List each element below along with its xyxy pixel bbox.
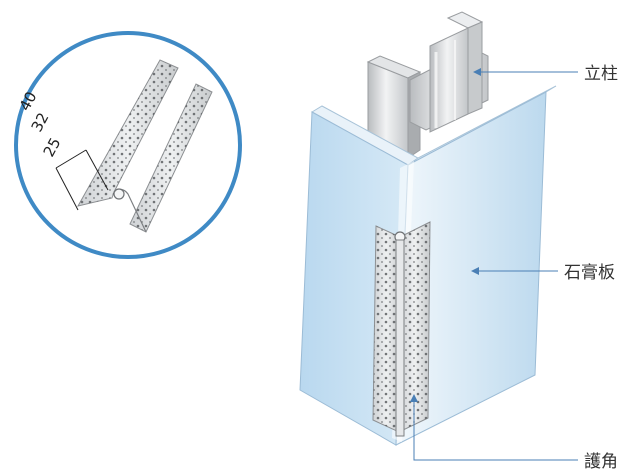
label-stud: 立柱	[584, 64, 618, 84]
leader-gypsum-board	[471, 267, 558, 275]
perforated-corner-bead-icon	[372, 221, 431, 437]
leader-corner-bead	[410, 394, 578, 461]
label-gypsum-board: 石膏板	[564, 262, 615, 283]
magnified-detail-circle-icon: 40 32 25	[14, 31, 242, 259]
leader-stud	[473, 68, 578, 76]
label-corner-bead: 護角	[584, 452, 618, 472]
steel-c-stud-icon	[366, 11, 489, 159]
